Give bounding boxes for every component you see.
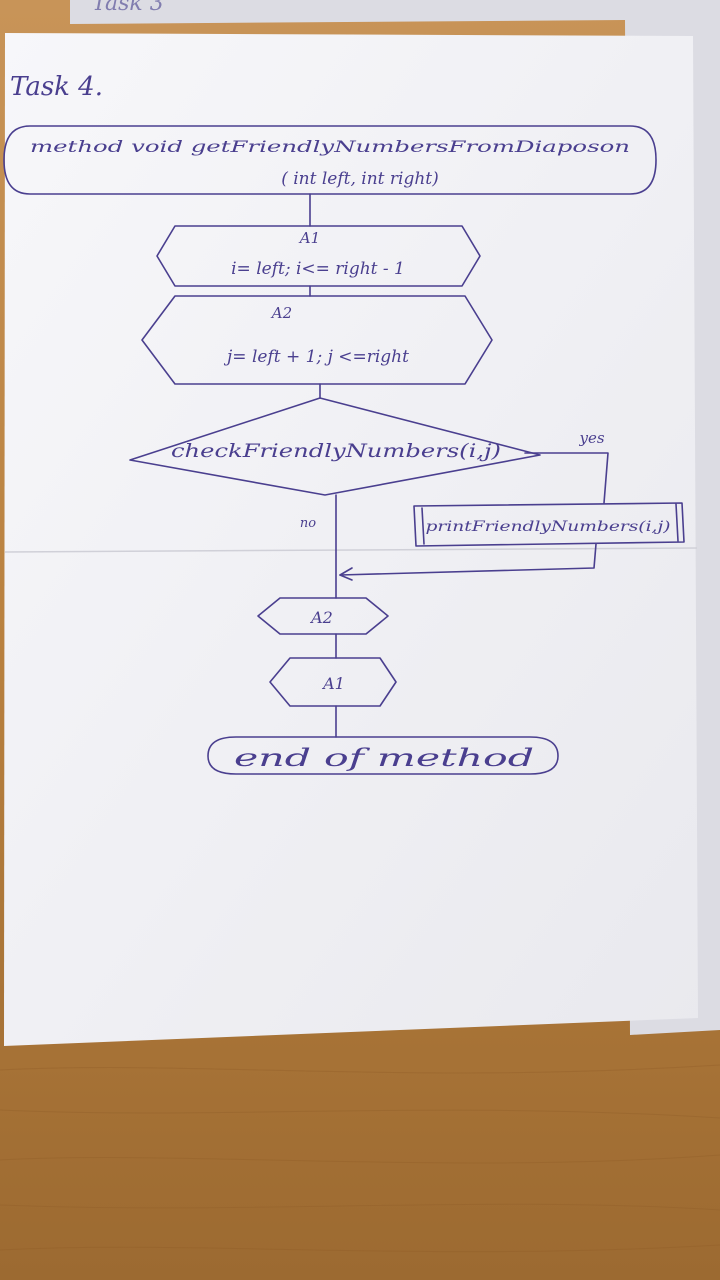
loop-end-a2-text: A2: [309, 608, 333, 627]
end-text: end of method: [234, 744, 534, 772]
loop-a1-shape: [156, 225, 481, 287]
no-label: no: [300, 516, 316, 531]
page-heading: Task 4.: [10, 72, 103, 102]
end-terminator: [207, 736, 559, 775]
process-text: printFriendlyNumbers(i,j): [426, 519, 671, 535]
start-terminator: [3, 125, 657, 195]
merge-line: [339, 543, 597, 576]
loop-a2-condition: j= left + 1; j <=right: [223, 347, 409, 367]
loop-end-a2-shape: [257, 597, 389, 635]
process-inner-right: [675, 503, 679, 542]
decision-text: checkFriendlyNumbers(i,j): [171, 440, 501, 462]
start-line-2: ( int left, int right): [281, 169, 439, 189]
loop-end-a1-shape: [269, 657, 397, 707]
paper-fold-crease: [4, 547, 698, 553]
merge-arrow: [339, 567, 353, 581]
loop-a1-condition: i= left; i<= right - 1: [231, 259, 405, 279]
decision-shape: [129, 397, 541, 496]
loop-end-a1-text: A1: [321, 674, 345, 693]
top-sheet-heading: Task 3: [92, 0, 164, 16]
start-line-1: method void getFriendlyNumbersFromDiapos…: [30, 137, 630, 156]
yes-label: yes: [578, 429, 604, 447]
loop-a2-label: A2: [270, 304, 292, 322]
process-shape: [413, 502, 685, 547]
loop-a1-label: A1: [298, 229, 320, 247]
yes-branch-line: [524, 452, 609, 504]
loop-a2-shape: [141, 295, 493, 385]
process-inner-left: [421, 507, 425, 545]
